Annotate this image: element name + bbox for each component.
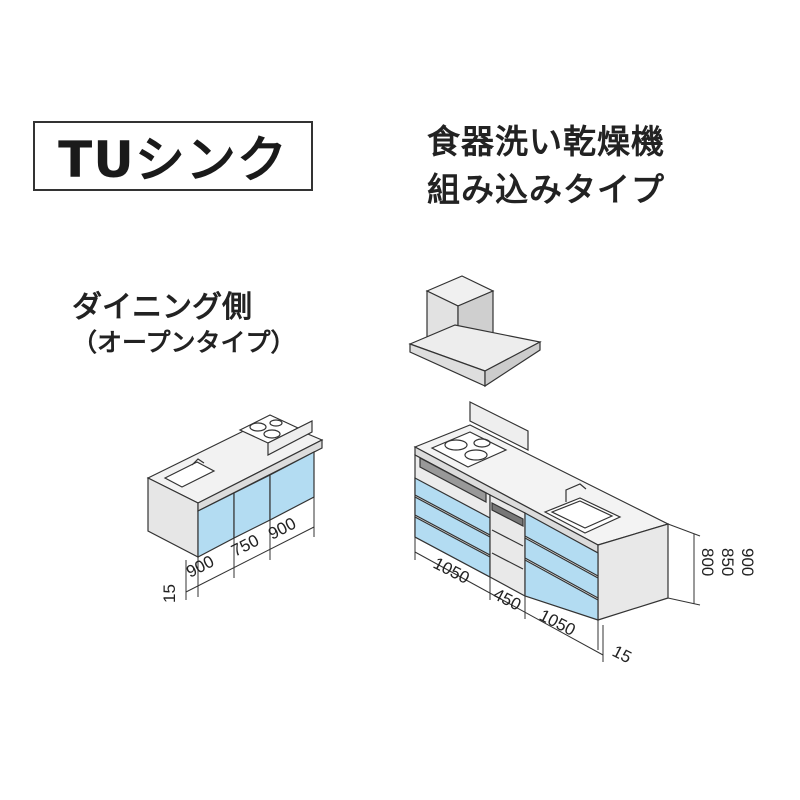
unit-dim-15: 15: [609, 642, 634, 668]
hood-canopy-side: [484, 341, 541, 388]
dining-countertop-edge: [197, 439, 323, 512]
subtitle-line-1: 食器洗い乾燥機: [427, 122, 665, 161]
dining-side-label: ダイニング側: [72, 290, 252, 325]
title-text: TUシンク: [58, 131, 288, 189]
subtitle: 食器洗い乾燥機 組み込みタイプ: [427, 118, 665, 214]
range-hood: [408, 275, 542, 388]
dining-side-sublabel: （オープンタイプ）: [72, 328, 296, 357]
subtitle-line-2: 組み込みタイプ: [427, 170, 665, 209]
dining-dim-900a: 900: [183, 552, 217, 582]
dishwasher-line-1: [491, 529, 524, 547]
unit-height-800: 800: [698, 548, 717, 576]
dining-faucet: [191, 458, 205, 466]
dining-burner-2: [263, 429, 281, 439]
dining-dimension-lines: [185, 497, 315, 600]
dishwasher-control: [491, 502, 524, 527]
dining-dim-15: 15: [160, 584, 179, 603]
dining-burner-3: [269, 419, 283, 427]
unit-height-900: 900: [738, 548, 757, 576]
dining-backguard: [267, 420, 313, 456]
dining-side-island: [146, 414, 324, 558]
control-panel: [419, 457, 487, 503]
burner-3: [473, 438, 491, 448]
dining-burner-1: [249, 422, 267, 432]
kitchen-unit: [413, 401, 670, 621]
backguard: [469, 401, 529, 451]
dishwasher-line-2: [491, 552, 524, 570]
unit-dimension-lines: [414, 523, 701, 662]
dining-sink: [163, 461, 216, 488]
right-cabinet-drawer-mid: [524, 536, 599, 600]
burner-1: [444, 439, 468, 451]
burner-2: [464, 449, 488, 461]
unit-height-850: 850: [718, 548, 737, 576]
sink-bowl: [550, 500, 614, 529]
faucet: [565, 483, 587, 502]
title-box: TUシンク: [33, 121, 313, 191]
right-cabinet-drawer-top: [524, 511, 599, 578]
